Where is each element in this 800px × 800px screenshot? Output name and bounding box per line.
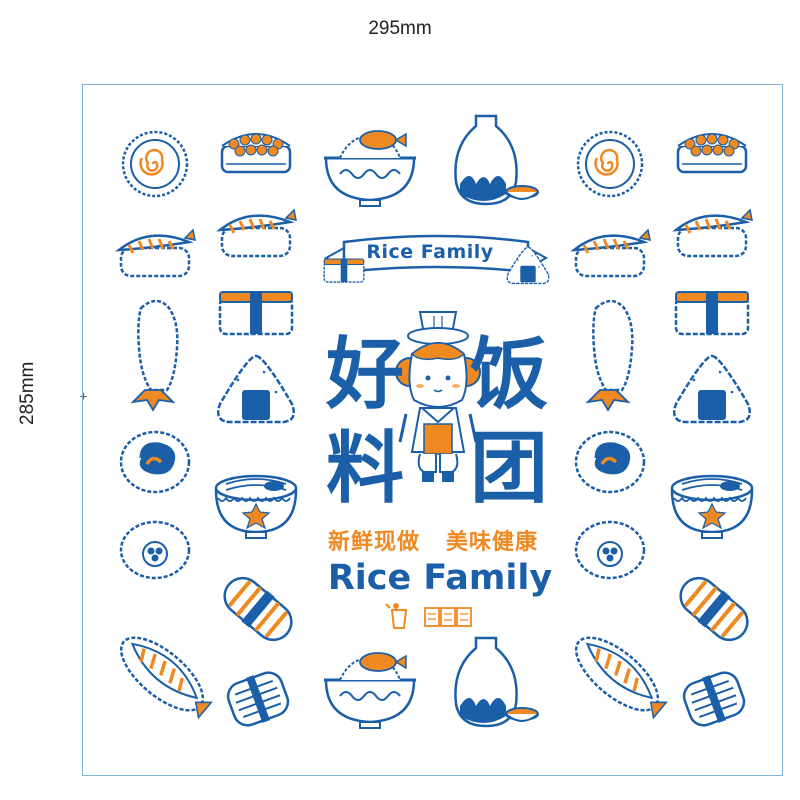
tempura-rice-bowl-icon [322,651,418,730]
sake-bottle-icon [454,636,540,728]
roe-rice-ball-icon [574,520,646,580]
food-safety-mark-icon [424,607,472,627]
print-sheet-border [82,84,783,776]
tempura-shrimp-icon [586,299,634,412]
roe-gunkan-icon [220,132,292,174]
spiral-roll-icon [119,430,191,494]
wrapped-sushi-icon [678,665,750,733]
onigiri-icon [672,354,752,424]
sake-bottle-icon [454,114,540,206]
tamago-nigiri-icon [218,290,294,336]
large-shrimp-sushi-icon [562,623,676,729]
striped-nigiri-icon [214,567,302,651]
height-dimension-label: 285mm [17,361,38,425]
shrimp-nigiri-icon [674,208,754,258]
swirl-roll-icon [121,130,189,198]
ramen-bowl-icon [214,474,298,540]
recycle-bin-icon [385,603,408,629]
title-char-1: 好 [326,330,405,420]
roe-rice-ball-icon [119,520,191,580]
illustration-canvas [107,114,758,733]
slogan-left: 新鲜现做 [328,530,421,555]
shrimp-nigiri-icon [117,228,197,278]
tempura-shrimp-icon [131,299,179,412]
registration-mark-icon: + [80,389,88,403]
striped-nigiri-icon [670,567,758,651]
title-char-4: 团 [470,424,549,514]
ramen-bowl-icon [670,474,754,540]
shrimp-nigiri-icon [218,208,298,258]
brand-name: Rice Family [327,558,553,598]
onigiri-icon [216,354,296,424]
slogan-right: 美味健康 [446,530,539,555]
roe-gunkan-icon [676,132,748,174]
spiral-roll-icon [574,430,646,494]
shrimp-nigiri-icon [572,228,652,278]
chef-girl-mascot [395,311,481,482]
banner-brand-text: Rice Family [366,241,494,263]
title-char-2: 饭 [470,330,549,420]
tempura-rice-bowl-icon [322,129,418,208]
swirl-roll-icon [576,130,644,198]
tamago-nigiri-icon [323,258,365,283]
wrapped-sushi-icon [222,665,294,733]
tamago-nigiri-icon [674,290,750,336]
width-dimension-label: 295mm [368,18,432,39]
title-char-3: 料 [326,424,405,514]
large-shrimp-sushi-icon [107,623,221,729]
